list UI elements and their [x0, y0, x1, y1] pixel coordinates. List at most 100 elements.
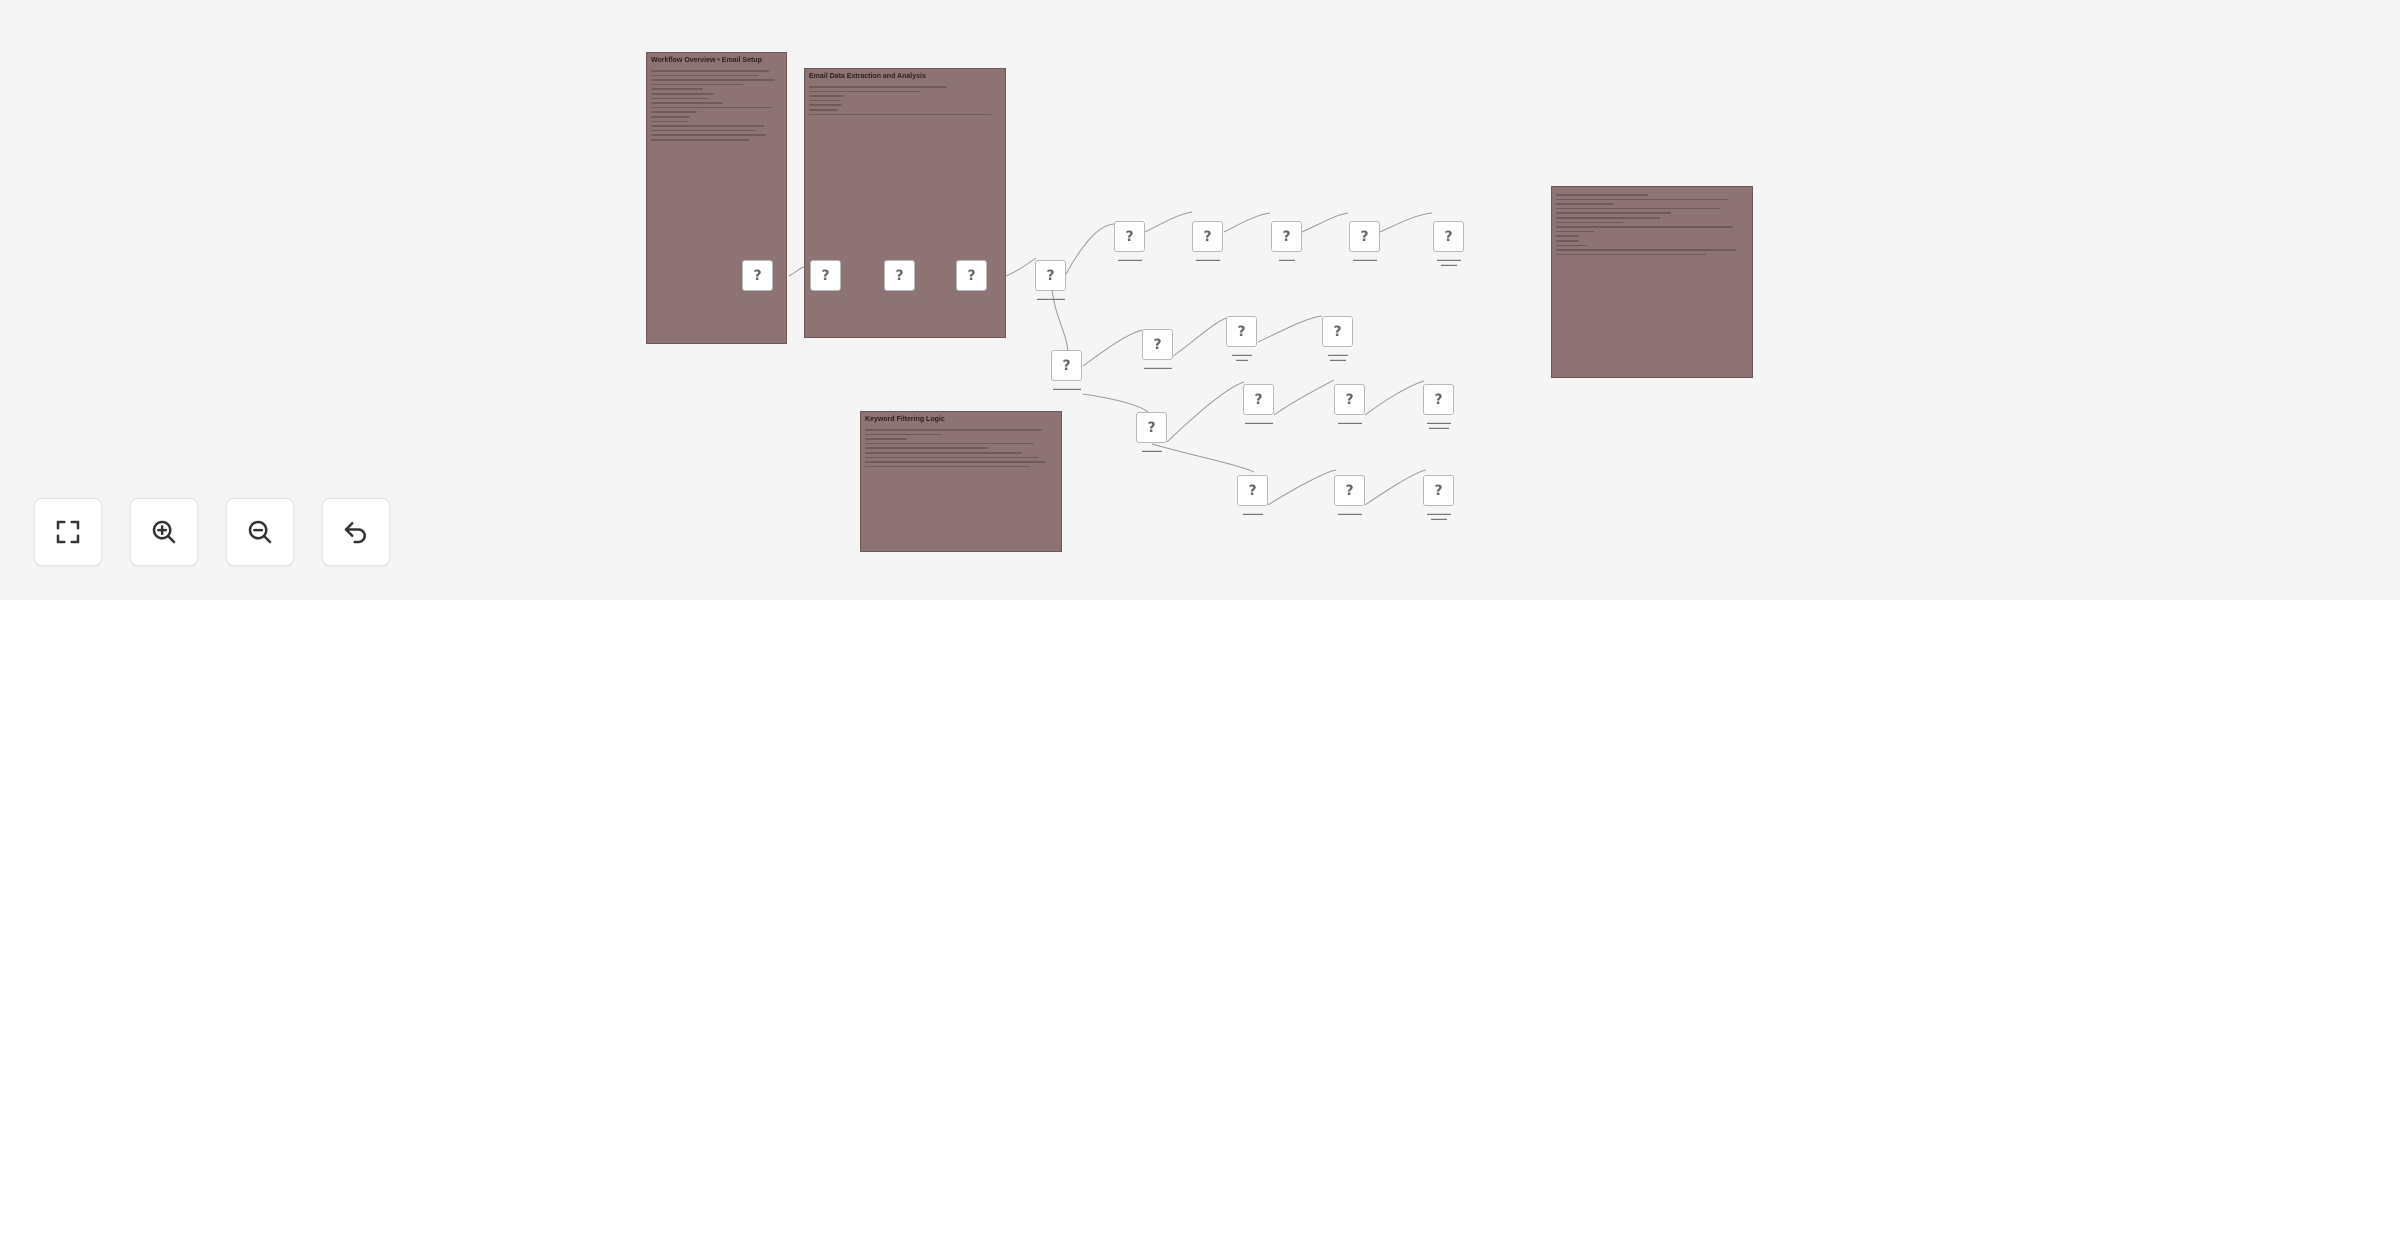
- unknown-node-icon: ?: [1333, 323, 1342, 340]
- connection: [1267, 469, 1337, 506]
- node-label: ▬▬▬▬▬▬: [1118, 257, 1142, 262]
- undo-button[interactable]: [322, 498, 390, 566]
- fit-view-button[interactable]: [34, 498, 102, 566]
- unknown-node-icon: ?: [821, 267, 830, 284]
- unknown-node-icon: ?: [967, 267, 976, 284]
- node-label: ▬▬▬▬▬▬: [1196, 257, 1220, 262]
- connection: [1257, 315, 1323, 343]
- undo-icon: [344, 522, 366, 544]
- connection: [1172, 317, 1227, 357]
- zoom-out-icon: [248, 520, 272, 544]
- connection: [1166, 381, 1245, 443]
- connection: [1273, 379, 1335, 416]
- node-label: ▬▬▬▬▬: [1243, 511, 1263, 516]
- workflow-node[interactable]: ?: [742, 260, 773, 291]
- sticky-note-body: [647, 70, 786, 141]
- sticky-note-filtering[interactable]: Keyword Filtering Logic: [860, 411, 1062, 552]
- connection-layer: [788, 211, 1433, 506]
- node-label: ▬▬▬▬▬: [748, 296, 768, 301]
- sticky-note-body: [1552, 187, 1752, 256]
- unknown-node-icon: ?: [1248, 482, 1257, 499]
- connection: [1051, 289, 1069, 353]
- workflow-node[interactable]: ?: [1237, 475, 1268, 506]
- sticky-note-title: Keyword Filtering Logic: [865, 416, 945, 423]
- connection: [1144, 211, 1193, 233]
- unknown-node-icon: ?: [1153, 336, 1162, 353]
- node-label: ▬▬▬▬▬▬: [1353, 257, 1377, 262]
- workflow-node[interactable]: ?: [1192, 221, 1223, 252]
- workflow-node[interactable]: ?: [1114, 221, 1145, 252]
- unknown-node-icon: ?: [1046, 267, 1055, 284]
- workflow-node[interactable]: ?: [1243, 384, 1274, 415]
- workflow-node[interactable]: ?: [1349, 221, 1380, 252]
- workflow-node[interactable]: ?: [1334, 475, 1365, 506]
- node-label: ▬▬▬▬▬▬▬: [1144, 365, 1172, 370]
- unknown-node-icon: ?: [1147, 419, 1156, 436]
- node-label: ▬▬▬▬▬▬▬▬▬▬: [1427, 511, 1451, 521]
- node-label: ▬▬▬▬▬▬: [1338, 511, 1362, 516]
- node-label: ▬▬▬▬▬: [816, 296, 836, 301]
- node-label: ▬▬▬▬▬▬▬▬▬▬▬: [1427, 420, 1451, 430]
- sticky-note-extraction[interactable]: Email Data Extraction and Analysis: [804, 68, 1006, 338]
- workflow-node[interactable]: ?: [1334, 384, 1365, 415]
- zoom-in-icon: [152, 520, 176, 544]
- workflow-canvas[interactable]: Workflow Overview • Email Setup Email Da…: [0, 0, 2400, 600]
- connection: [1082, 329, 1143, 367]
- unknown-node-icon: ?: [1062, 357, 1071, 374]
- unknown-node-icon: ?: [1444, 228, 1453, 245]
- unknown-node-icon: ?: [1345, 391, 1354, 408]
- workflow-node[interactable]: ?: [1136, 412, 1167, 443]
- node-label: ▬▬▬▬▬: [1142, 448, 1162, 453]
- sticky-note-title: Email Data Extraction and Analysis: [809, 73, 926, 80]
- sticky-note-body: [861, 429, 1061, 468]
- connection: [1364, 469, 1427, 506]
- sticky-note-body: [805, 86, 1005, 116]
- unknown-node-icon: ?: [1345, 482, 1354, 499]
- workflow-node[interactable]: ?: [1142, 329, 1173, 360]
- node-label: ▬▬▬▬▬▬▬: [1053, 386, 1081, 391]
- unknown-node-icon: ?: [1360, 228, 1369, 245]
- workflow-node[interactable]: ?: [1051, 350, 1082, 381]
- connection: [1151, 443, 1255, 473]
- workflow-node[interactable]: ?: [956, 260, 987, 291]
- connection: [1379, 212, 1433, 233]
- unknown-node-icon: ?: [1203, 228, 1212, 245]
- connection: [1364, 380, 1425, 416]
- workflow-node[interactable]: ?: [1322, 316, 1353, 347]
- workflow-node[interactable]: ?: [1271, 221, 1302, 252]
- workflow-node[interactable]: ?: [1226, 316, 1257, 347]
- workflow-node[interactable]: ?: [884, 260, 915, 291]
- workflow-node[interactable]: ?: [1423, 475, 1454, 506]
- unknown-node-icon: ?: [1434, 482, 1443, 499]
- workflow-node[interactable]: ?: [1433, 221, 1464, 252]
- node-label: ▬▬▬▬▬▬▬: [886, 296, 914, 301]
- sticky-note-overview[interactable]: Workflow Overview • Email Setup: [646, 52, 787, 344]
- zoom-in-button[interactable]: [130, 498, 198, 566]
- sticky-note-details[interactable]: [1551, 186, 1753, 378]
- node-label: ▬▬▬▬▬▬▬▬: [1232, 352, 1252, 362]
- node-label: ▬▬▬▬▬▬▬: [1245, 420, 1273, 425]
- connection: [1005, 257, 1037, 277]
- sticky-note-title: Workflow Overview • Email Setup: [651, 57, 762, 64]
- node-label: ▬▬▬▬▬▬▬▬▬▬: [1437, 257, 1461, 267]
- workflow-node[interactable]: ?: [810, 260, 841, 291]
- fullscreen-icon: [56, 520, 80, 544]
- node-label: ▬▬▬▬: [1279, 257, 1295, 262]
- connection: [1301, 212, 1349, 233]
- unknown-node-icon: ?: [1125, 228, 1134, 245]
- node-label: ▬▬▬▬▬▬: [1338, 420, 1362, 425]
- workflow-node[interactable]: ?: [1035, 260, 1066, 291]
- connection: [1223, 212, 1271, 233]
- unknown-node-icon: ?: [753, 267, 762, 284]
- zoom-out-button[interactable]: [226, 498, 294, 566]
- unknown-node-icon: ?: [1282, 228, 1291, 245]
- unknown-node-icon: ?: [1237, 323, 1246, 340]
- unknown-node-icon: ?: [1254, 391, 1263, 408]
- node-label: ▬▬▬▬▬▬▬▬▬: [1328, 352, 1348, 362]
- unknown-node-icon: ?: [1434, 391, 1443, 408]
- connection: [1065, 223, 1115, 275]
- node-label: ▬▬▬▬▬▬▬▬: [956, 296, 988, 301]
- unknown-node-icon: ?: [895, 267, 904, 284]
- node-label: ▬▬▬▬▬▬▬: [1037, 296, 1065, 301]
- workflow-node[interactable]: ?: [1423, 384, 1454, 415]
